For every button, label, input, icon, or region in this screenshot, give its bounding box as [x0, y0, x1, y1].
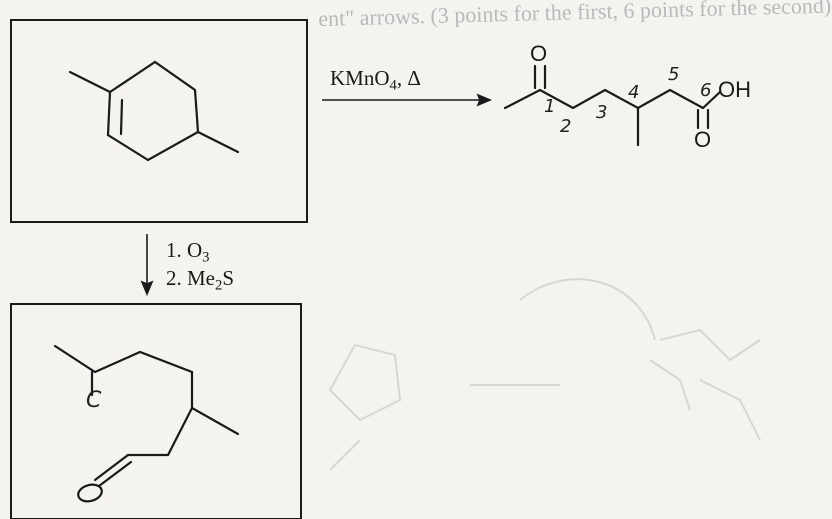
reaction-arrow-right: [322, 93, 493, 107]
dms-subscript: 2: [215, 277, 223, 294]
ozone-step-text: 1. O: [166, 238, 203, 262]
oxidation-product-structure: [503, 64, 722, 147]
reaction-arrow-down: [140, 234, 154, 297]
starting-material-box: [10, 19, 308, 223]
reagent-kmno4-text: KMnO: [330, 66, 390, 90]
carbon-number-2: 2: [560, 116, 572, 137]
reagent-heat-text: , Δ: [396, 66, 421, 90]
ozonolysis-product-structure: [53, 344, 240, 503]
ozone-subscript: 3: [202, 249, 210, 266]
reagent-kmno4-subscript: 4: [389, 77, 397, 94]
ozonolysis-step1-label: 1. O3: [166, 238, 210, 269]
acid-hydroxyl-label: OH: [718, 77, 751, 102]
reaction-diagram-svg: [10, 19, 761, 519]
carbon-number-4: 4: [628, 82, 640, 103]
oxidation-reagent-label: KMnO4, Δ: [330, 66, 421, 97]
ozonolysis-step2-label: 2. Me2S: [166, 266, 234, 297]
carbon-number-5: 5: [668, 64, 680, 85]
carbon-number-1: 1: [544, 96, 556, 117]
reaction-worksheet: ent" arrows. (3 points for the first, 6 …: [10, 0, 831, 519]
carbon-number-6: 6: [700, 80, 712, 101]
faint-background-sketch: [328, 278, 761, 471]
dms-suffix-text: S: [222, 266, 235, 290]
carbon-number-3: 3: [596, 102, 608, 123]
dms-step-text: 2. Me: [166, 266, 215, 290]
acid-carbonyl-oxygen-label: O: [694, 127, 712, 152]
ketone-oxygen-label: O: [530, 41, 548, 66]
starting-material-structure: [68, 60, 240, 162]
handwritten-carbon-label: C: [86, 388, 102, 413]
ozonolysis-product-box: [10, 303, 302, 519]
